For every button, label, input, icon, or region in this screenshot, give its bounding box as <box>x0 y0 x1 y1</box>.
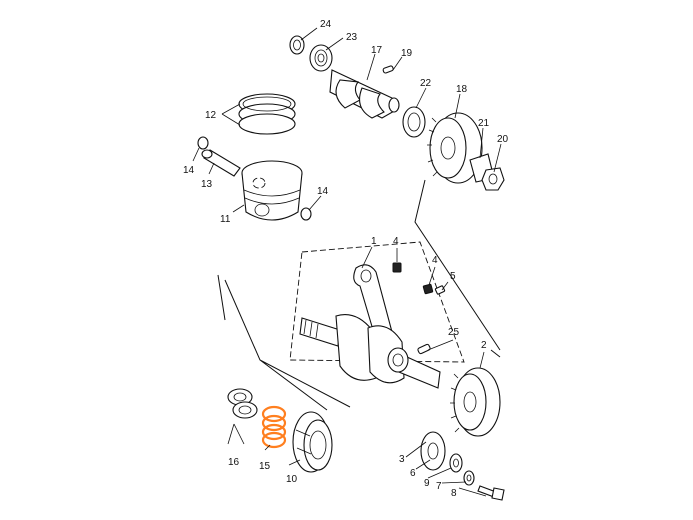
callout-19: 19 <box>401 48 413 59</box>
washer-part-9[interactable] <box>449 453 463 473</box>
assembly-guide-lines <box>217 179 501 411</box>
callout-23: 23 <box>346 32 358 43</box>
pin-part-19[interactable] <box>382 65 394 74</box>
seal-part-24[interactable] <box>289 35 305 55</box>
key-part-4a[interactable] <box>392 262 402 273</box>
callout-4b: 4 <box>432 255 438 266</box>
crankshaft-assembly-boundary <box>289 241 465 363</box>
callout-3: 3 <box>399 454 405 465</box>
cam-sprocket-part-18[interactable] <box>427 112 483 184</box>
key-part-4b[interactable] <box>422 283 434 295</box>
gear-part-3[interactable] <box>420 431 446 471</box>
callout-4a: 4 <box>393 236 399 247</box>
bearing-part-10[interactable] <box>292 411 333 473</box>
callout-18: 18 <box>456 84 468 95</box>
washer-part-7[interactable] <box>463 470 475 486</box>
piston-ring-set-part-12[interactable] <box>238 93 296 135</box>
callout-labels: 24 23 17 19 22 18 21 20 12 14 13 11 14 1… <box>183 19 509 499</box>
callout-20: 20 <box>497 134 509 145</box>
callout-1: 1 <box>371 236 377 247</box>
bearing-part-22[interactable] <box>402 106 426 138</box>
callout-8: 8 <box>451 488 457 499</box>
circlip-part-14b[interactable] <box>300 207 312 221</box>
circlip-part-14a[interactable] <box>197 136 209 150</box>
crankshaft-part-1[interactable] <box>299 264 441 389</box>
key-part-25[interactable] <box>417 343 431 355</box>
callout-21: 21 <box>478 118 490 129</box>
callout-22: 22 <box>420 78 432 89</box>
callout-10: 10 <box>286 474 298 485</box>
bearing-part-23[interactable] <box>309 44 333 72</box>
callout-14a: 14 <box>183 165 195 176</box>
callout-17: 17 <box>371 45 383 56</box>
spacer-part-15[interactable] <box>261 405 287 449</box>
callout-13: 13 <box>201 179 213 190</box>
oil-seal-part-16[interactable] <box>227 388 258 419</box>
callout-16: 16 <box>228 457 240 468</box>
callout-15: 15 <box>259 461 271 472</box>
callout-14b: 14 <box>317 186 329 197</box>
bolt-part-20[interactable] <box>481 167 505 191</box>
callout-6: 6 <box>410 468 416 479</box>
callout-24: 24 <box>320 19 332 30</box>
leader-lines <box>192 27 502 497</box>
piston-pin-part-13[interactable] <box>201 149 241 177</box>
callout-11: 11 <box>220 214 231 225</box>
callout-5: 5 <box>450 271 456 282</box>
callout-2: 2 <box>481 340 487 351</box>
callout-12: 12 <box>205 110 217 121</box>
callout-9: 9 <box>424 478 430 489</box>
callout-25: 25 <box>448 327 460 338</box>
bolt-part-8[interactable] <box>477 485 505 501</box>
camshaft-part-17[interactable] <box>329 69 400 119</box>
callout-7: 7 <box>436 481 442 492</box>
drive-gear-part-2[interactable] <box>450 367 501 437</box>
piston-part-11[interactable] <box>241 160 303 221</box>
